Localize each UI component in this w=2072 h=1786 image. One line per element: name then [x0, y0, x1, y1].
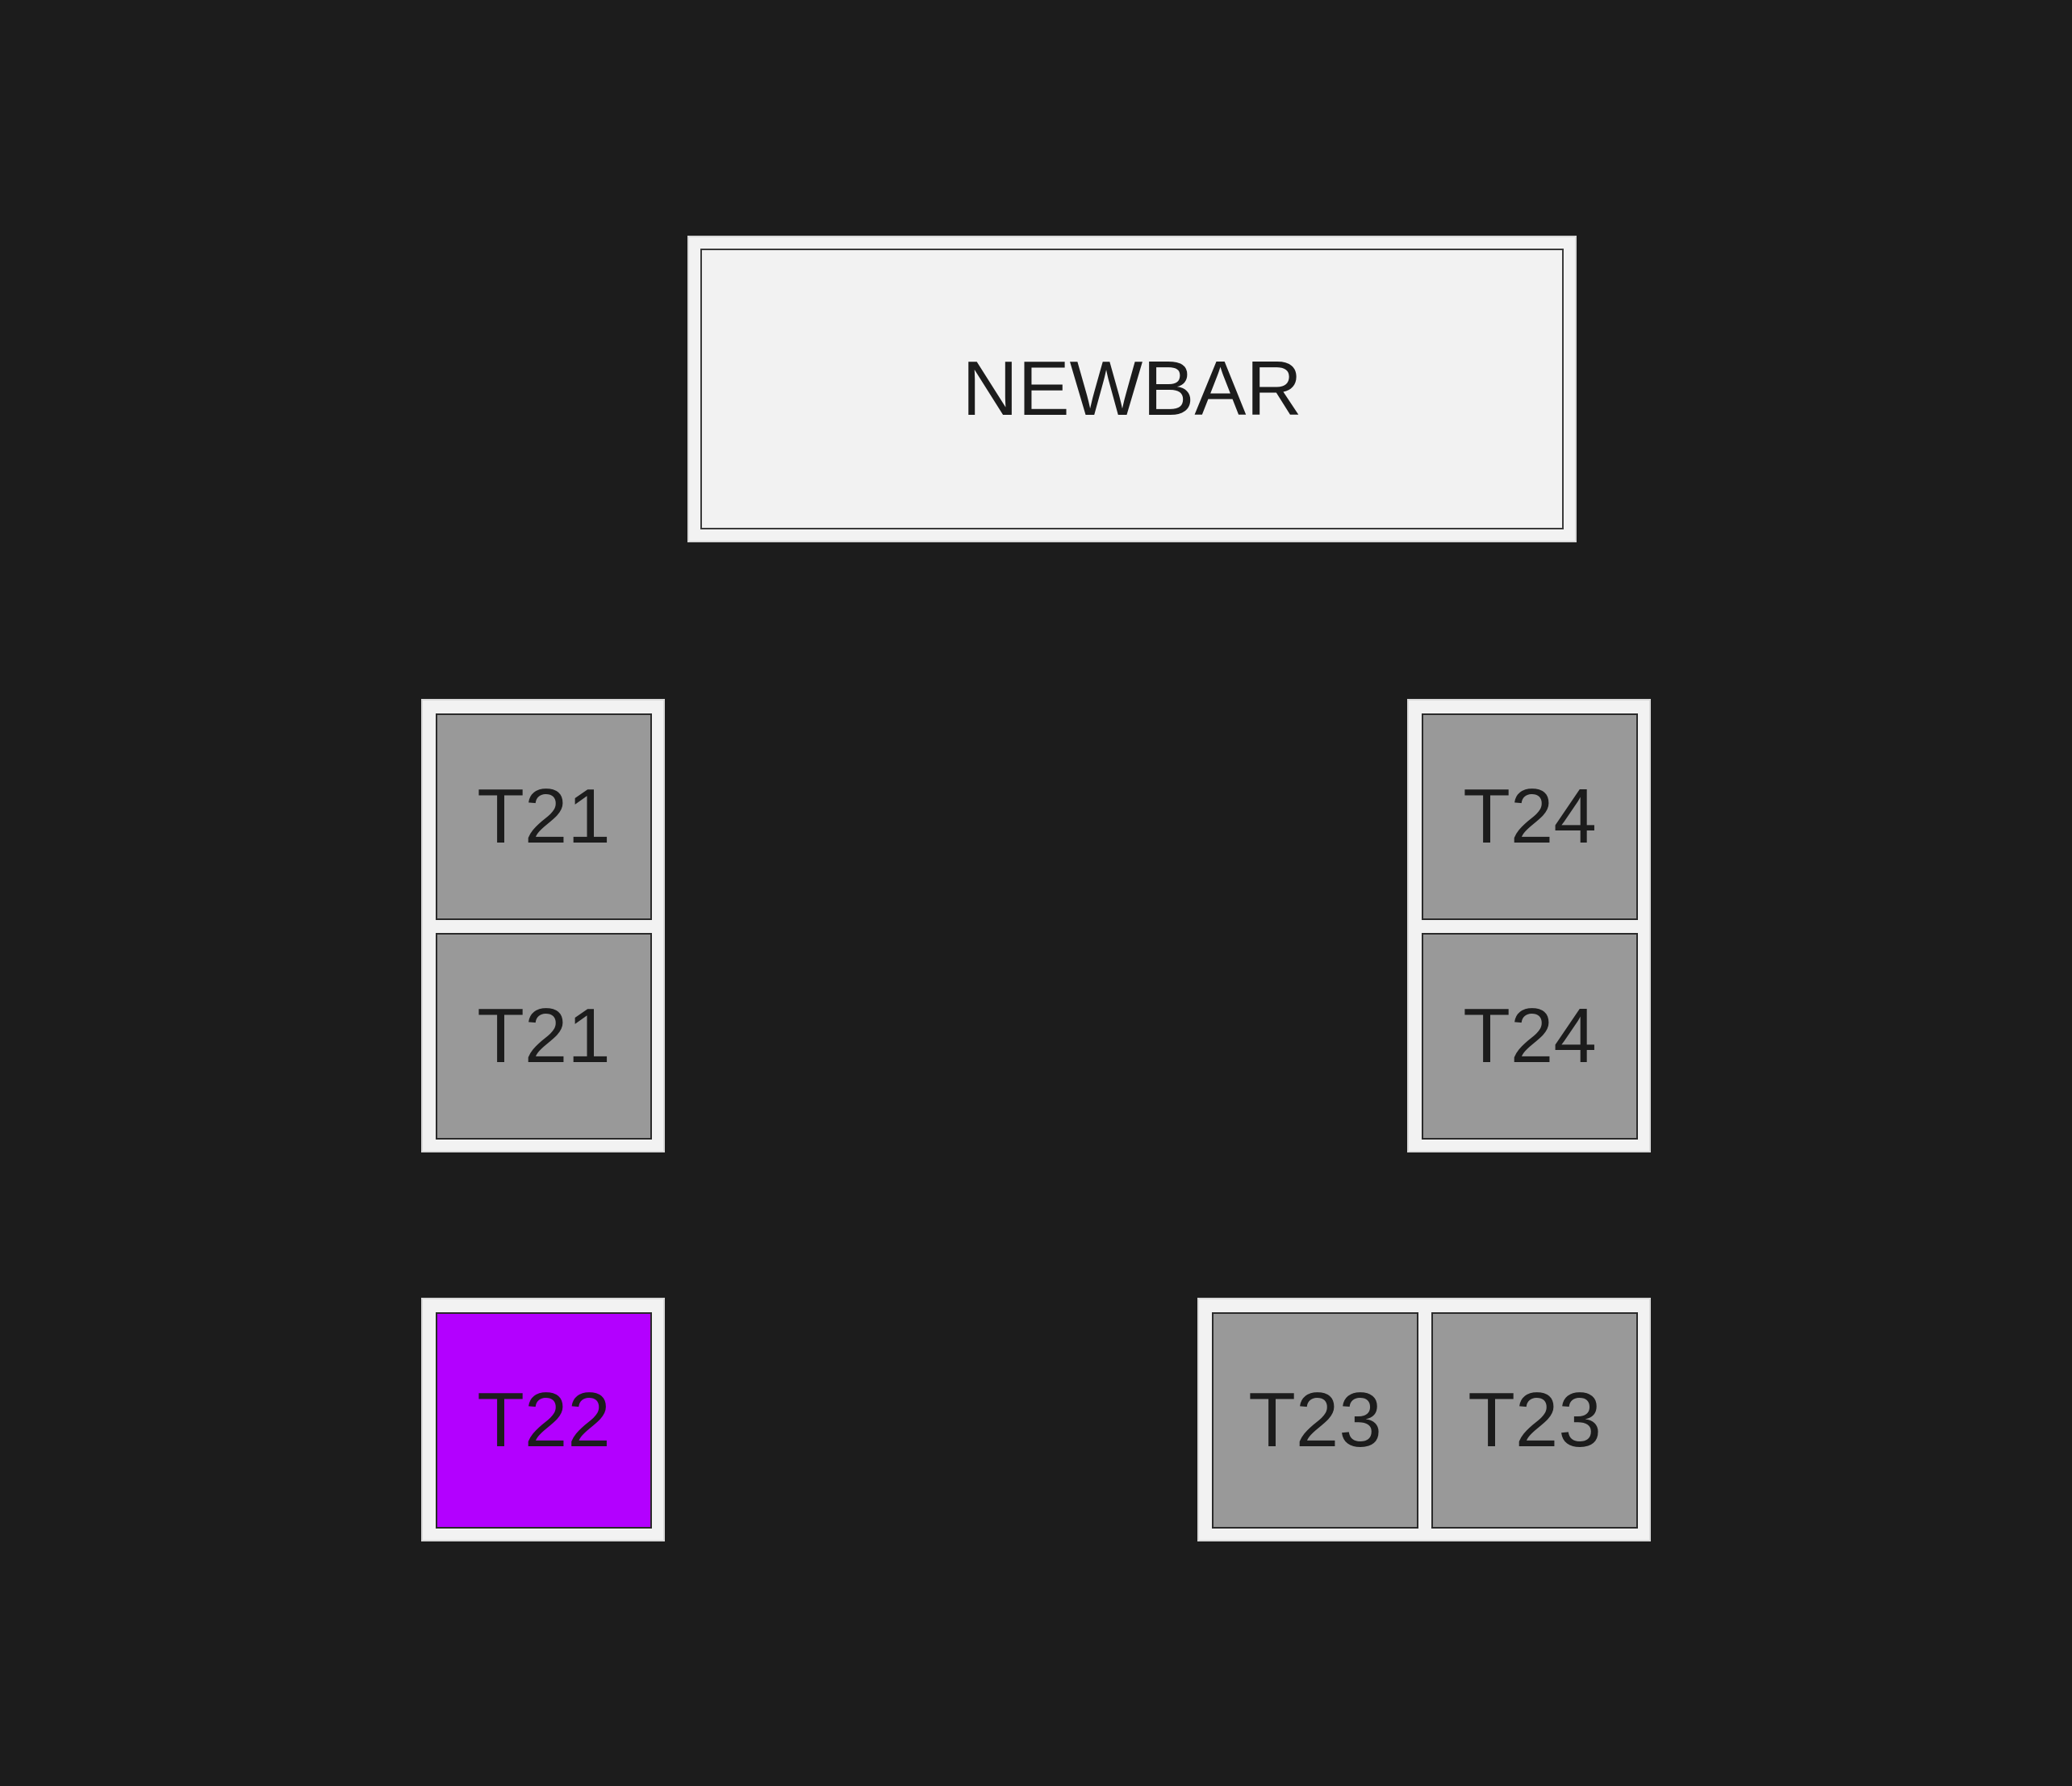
table-t21-seat-1[interactable]: T21 [436, 713, 652, 920]
table-t23-seat-1[interactable]: T23 [1212, 1312, 1418, 1529]
table-t22-seat-1[interactable]: T22 [436, 1312, 652, 1529]
table-group-t21: T21 T21 [421, 699, 665, 1152]
table-group-t24: T24 T24 [1407, 699, 1651, 1152]
table-label: T23 [1248, 1377, 1382, 1463]
table-label: T23 [1468, 1377, 1602, 1463]
bar-label: NEWBAR [962, 345, 1302, 432]
table-label: T24 [1463, 993, 1597, 1079]
table-label: T21 [477, 773, 611, 860]
table-t21-seat-2[interactable]: T21 [436, 933, 652, 1140]
bar-newbar[interactable]: NEWBAR [700, 249, 1564, 529]
table-group-t23: T23 T23 [1197, 1298, 1651, 1541]
table-label: T22 [477, 1377, 611, 1463]
bar-frame: NEWBAR [687, 236, 1577, 542]
table-group-t22: T22 [421, 1298, 665, 1541]
table-t23-seat-2[interactable]: T23 [1431, 1312, 1638, 1529]
table-label: T24 [1463, 773, 1597, 860]
table-t24-seat-1[interactable]: T24 [1422, 713, 1638, 920]
table-t24-seat-2[interactable]: T24 [1422, 933, 1638, 1140]
table-label: T21 [477, 993, 611, 1079]
